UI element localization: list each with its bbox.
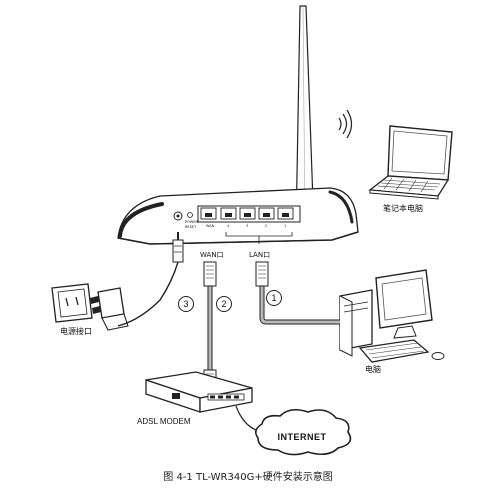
power-port-label: POWER	[185, 220, 198, 224]
step-3-marker: 3	[178, 296, 194, 312]
internet-cloud-icon	[254, 408, 352, 456]
laptop-icon	[368, 125, 453, 200]
internet-label: INTERNET	[277, 432, 327, 442]
step-2-marker: 2	[216, 296, 232, 312]
adsl-modem-icon	[145, 371, 253, 413]
svg-text:WAN: WAN	[206, 224, 215, 228]
power-socket-label: 电源接口	[60, 327, 92, 336]
power-cable	[117, 232, 184, 327]
adsl-modem-label: ADSL MODEM	[137, 417, 191, 426]
figure-caption: 图 4-1 TL-WR340G+硬件安装示意图	[163, 472, 333, 483]
router: WAN 4 3 2 1	[117, 187, 359, 245]
laptop-label: 笔记本电脑	[383, 204, 423, 213]
desktop-computer-icon	[339, 269, 445, 363]
wireless-signal-icon	[338, 109, 353, 139]
lan-port-label: LAN口	[249, 251, 271, 259]
svg-text:2: 2	[265, 224, 267, 228]
wan-cable	[203, 261, 217, 387]
wan-port-label: WAN口	[200, 251, 224, 259]
svg-text:4: 4	[227, 224, 230, 228]
svg-text:3: 3	[246, 224, 248, 228]
reset-label: RESET	[185, 225, 197, 229]
svg-text:1: 1	[284, 224, 286, 228]
power-socket-icon	[51, 283, 129, 331]
step-1-marker: 1	[266, 290, 282, 306]
lan-cable	[255, 261, 340, 325]
desktop-label: 电脑	[365, 365, 381, 374]
